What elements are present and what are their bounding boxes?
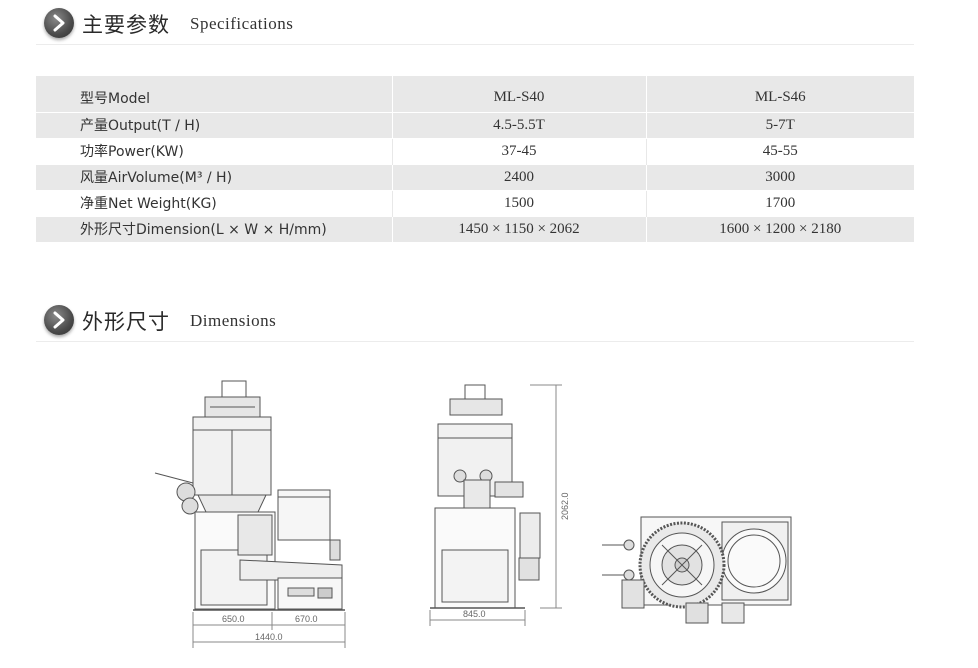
row-value-1: 2400 xyxy=(391,164,646,190)
table-row: 净重Net Weight(KG) 1500 1700 xyxy=(36,190,914,216)
row-label: 净重Net Weight(KG) xyxy=(80,196,217,212)
row-value-1: 37-45 xyxy=(391,138,646,164)
table-row: 风量AirVolume(M³ / H) 2400 3000 xyxy=(36,164,914,190)
spec-table: 型号Model ML-S40 ML-S46 产量Output(T / H) 4.… xyxy=(36,76,914,243)
table-row: 外形尺寸Dimension(L × W × H/mm) 1450 × 1150 … xyxy=(36,216,914,242)
table-row: 功率Power(KW) 37-45 45-55 xyxy=(36,138,914,164)
row-value-2: 45-55 xyxy=(645,138,914,164)
row-value-1: 1450 × 1150 × 2062 xyxy=(391,216,646,242)
dim-front-right: 670.0 xyxy=(295,614,318,624)
dimensions-header: 外形尺寸 Dimensions xyxy=(36,301,914,345)
row-value-2: 1600 × 1200 × 2180 xyxy=(645,216,914,242)
specifications-header: 主要参数 Specifications xyxy=(36,4,914,48)
row-value-1: 4.5-5.5T xyxy=(391,112,646,138)
header-label: 型号Model xyxy=(36,76,392,112)
section-divider xyxy=(36,44,914,45)
header-model-1: ML-S40 xyxy=(391,76,646,112)
dim-front-left: 650.0 xyxy=(222,614,245,624)
dimensions-title-en: Dimensions xyxy=(190,311,277,330)
top-view-drawing xyxy=(602,516,792,624)
row-value-2: 1700 xyxy=(645,190,914,216)
row-label: 产量Output(T / H) xyxy=(36,112,392,138)
header-model-2: ML-S46 xyxy=(645,76,914,112)
row-value-2: 5-7T xyxy=(645,112,914,138)
row-label: 外形尺寸Dimension(L × W × H/mm) xyxy=(36,216,392,242)
row-value-1: 1500 xyxy=(391,190,646,216)
row-label: 功率Power(KW) xyxy=(80,144,184,160)
table-row: 产量Output(T / H) 4.5-5.5T 5-7T xyxy=(36,112,914,138)
specifications-title-en: Specifications xyxy=(190,14,294,33)
dim-front-total: 1440.0 xyxy=(255,632,283,642)
dimensions-title-zh: 外形尺寸 xyxy=(82,310,170,334)
row-label: 风量AirVolume(M³ / H) xyxy=(36,164,392,190)
chevron-right-icon xyxy=(44,305,74,335)
chevron-right-icon xyxy=(44,8,74,38)
section-divider xyxy=(36,341,914,342)
front-view-drawing xyxy=(154,380,346,648)
dim-side-height: 2062.0 xyxy=(560,492,570,520)
specifications-title-zh: 主要参数 xyxy=(82,13,170,37)
dim-side-width: 845.0 xyxy=(463,609,486,619)
row-value-2: 3000 xyxy=(645,164,914,190)
side-view-drawing xyxy=(429,384,562,626)
table-header-row: 型号Model ML-S40 ML-S46 xyxy=(36,76,914,112)
